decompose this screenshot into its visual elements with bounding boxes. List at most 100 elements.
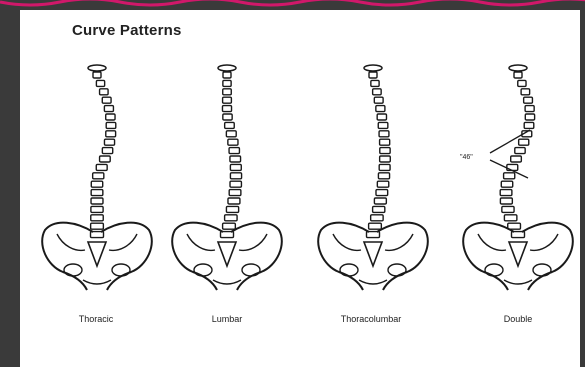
vertebra [380,156,391,162]
vertebra [228,139,238,145]
iliac-line-right [109,234,137,250]
pubic-arch [83,280,111,284]
skull-base-ring [88,65,106,71]
pubic-arch [504,280,532,284]
spine-lumbar [172,65,282,290]
vertebra [378,122,388,128]
iliac-line-right [530,234,558,250]
vertebra [379,131,389,137]
skull-base-ring [509,65,527,71]
pubic-arch [213,280,241,284]
spine-thoracic [42,65,152,290]
vertebra [504,173,515,179]
vertebra [525,114,534,120]
obturator-right [533,264,551,276]
vertebra [91,181,102,187]
vertebra [106,122,116,128]
skull-base-ring [364,65,382,71]
obturator-left [485,264,503,276]
vertebra [376,190,388,196]
vertebra [525,106,534,112]
vertebra [106,131,116,137]
vertebra [518,80,526,86]
vertebra [511,156,522,162]
vertebra [229,190,241,196]
vertebra [369,72,377,78]
vertebra [223,223,236,229]
sacrum [218,242,236,266]
vertebra [374,97,383,103]
vertebra [373,89,382,95]
vertebra [104,106,113,112]
vertebra [91,215,103,221]
vertebra [106,114,115,120]
spine-thoracolumbar [318,65,428,290]
vertebra [377,114,386,120]
iliac-line-right [239,234,267,250]
skull-base-ring [218,65,236,71]
iliac-line-left [57,234,85,250]
vertebra [373,206,385,212]
vertebra [226,131,236,137]
iliac-line-left [333,234,361,250]
obturator-left [194,264,212,276]
sacrum [509,242,527,266]
vertebra [508,223,521,229]
vertebra [514,72,522,78]
vertebra [369,223,382,229]
obturator-right [242,264,260,276]
iliac-line-right [385,234,413,250]
vertebra [377,181,388,187]
vertebra [93,173,104,179]
vertebra [507,164,518,170]
vertebra [371,215,383,221]
vertebra [524,97,533,103]
vertebra [225,215,237,221]
vertebra [504,215,516,221]
vertebra [501,181,512,187]
spine-double [463,65,573,290]
vertebra [230,173,241,179]
vertebra [91,190,103,196]
vertebra [96,80,104,86]
vertebra [223,80,231,86]
vertebra [100,89,109,95]
caption-lumbar: Lumbar [172,314,282,324]
vertebra [379,164,390,170]
vertebra [226,206,238,212]
pubic-arch [359,280,387,284]
vertebra [223,89,232,95]
vertebra [223,114,232,120]
obturator-right [112,264,130,276]
caption-thoracolumbar: Thoracolumbar [316,314,426,324]
vertebra [380,148,390,154]
vertebra [519,139,529,145]
obturator-left [340,264,358,276]
vertebra [228,198,240,204]
vertebra [91,198,103,204]
vertebra [230,164,241,170]
obturator-right [388,264,406,276]
figure-title: Curve Patterns [72,22,182,39]
vertebra [225,122,235,128]
iliac-line-left [478,234,506,250]
vertebra [93,72,101,78]
vertebra [515,148,525,154]
sacrum [364,242,382,266]
vertebra [91,206,103,212]
vertebra [376,106,385,112]
vertebra [223,97,232,103]
vertebra [96,164,107,170]
vertebra [104,139,114,145]
vertebra [521,89,530,95]
angle-annotation: "46" [460,154,473,161]
vertebra [500,190,512,196]
vertebra [102,97,111,103]
vertebra [100,156,111,162]
iliac-line-left [187,234,215,250]
vertebra [500,198,512,204]
vertebra [378,173,389,179]
obturator-left [64,264,82,276]
